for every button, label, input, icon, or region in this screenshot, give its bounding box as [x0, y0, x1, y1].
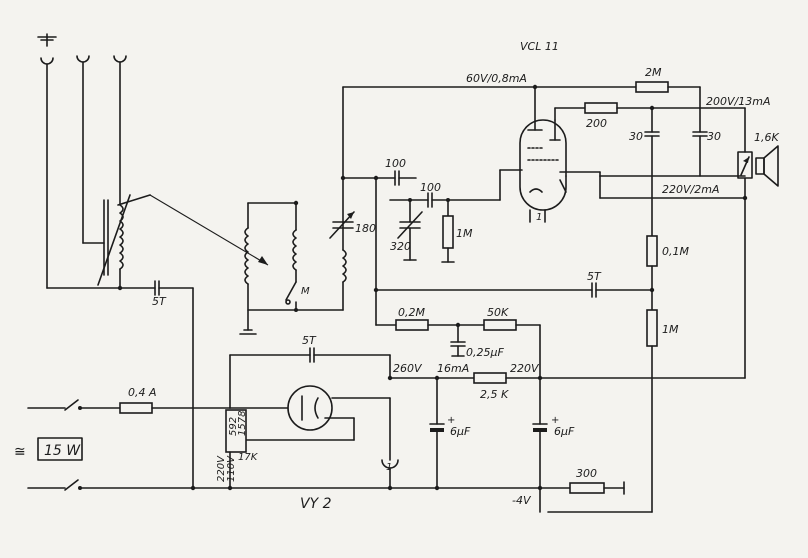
- plus-sign-a: +: [447, 415, 455, 426]
- resistor-200: [584, 102, 618, 114]
- label-100-b: 100: [420, 181, 441, 194]
- label-1578: 1578: [237, 411, 248, 436]
- antenna-coil: [82, 194, 151, 289]
- tube-vy2: [229, 385, 399, 489]
- label-220v: 220V: [510, 362, 540, 375]
- label-200: 200: [586, 117, 607, 130]
- label-0-2m: 0,2M: [398, 306, 425, 319]
- earth-terminal: [37, 33, 57, 289]
- arrow-icon: [258, 256, 268, 265]
- fuse-icon: [119, 402, 153, 414]
- tube-vcl11: [519, 86, 601, 223]
- variable-capacitor-320: [397, 199, 423, 261]
- label-320: 320: [390, 240, 411, 253]
- label-16ma: 16mA: [437, 362, 469, 375]
- label-30-a: 30: [629, 130, 643, 143]
- label-coil-m: M: [301, 286, 310, 297]
- resistor-2m: [635, 81, 669, 93]
- label-1m-right: 1M: [662, 323, 679, 336]
- label-2-5k: 2,5 K: [480, 388, 509, 401]
- label-17k: 17K: [238, 452, 259, 463]
- resistor-300: [569, 482, 605, 494]
- coupling-coil: [295, 177, 347, 311]
- plus-sign-b: +: [551, 415, 559, 426]
- label-6uf-b: 6µF: [554, 425, 575, 438]
- label-592: 592: [228, 417, 239, 436]
- resistor-1m-grid: [441, 199, 455, 263]
- label-0-1m: 0,1M: [662, 245, 689, 258]
- tube-pin-1: 1: [536, 212, 542, 223]
- power-rating: 15 W: [44, 443, 81, 459]
- tube-vy2-pin: 1: [386, 462, 392, 473]
- tube-label-vcl11: VCL 11: [520, 40, 559, 53]
- resistor-1m-right: [646, 309, 658, 347]
- switch-top-icon: [64, 399, 79, 411]
- label-1m-grid: 1M: [456, 227, 473, 240]
- tuning-coil-group: [239, 200, 299, 335]
- ac-symbol-icon: ≅: [14, 444, 26, 460]
- electrolytic-6uf-b: [532, 377, 548, 513]
- label-neg-4v: -4V: [512, 494, 532, 507]
- antenna-terminal-1: [76, 55, 90, 244]
- variable-capacitor-180: [329, 211, 355, 239]
- dropper-resistor: [225, 409, 247, 489]
- antenna-terminal-2: [113, 55, 127, 206]
- resistor-50k: [483, 319, 517, 331]
- tube-label-vy2: VY 2: [300, 496, 332, 512]
- switch-bottom-icon: [64, 479, 79, 491]
- capacitor-30-a: [644, 107, 660, 237]
- label-50k: 50K: [487, 306, 509, 319]
- label-300: 300: [576, 467, 597, 480]
- label-5t-antenna: 5T: [152, 295, 167, 308]
- label-5t-mid: 5T: [587, 270, 602, 283]
- gang-tuning-link: [149, 194, 269, 266]
- label-1-6k: 1,6K: [754, 131, 779, 144]
- label-220v-2ma: 220V/2mA: [662, 183, 719, 196]
- power-rating-box: [37, 437, 83, 461]
- speaker-icon: [737, 145, 779, 187]
- label-180: 180: [355, 222, 376, 235]
- label-6uf-a: 6µF: [450, 425, 471, 438]
- label-100-a: 100: [385, 157, 406, 170]
- resistor-2-5k: [473, 372, 507, 384]
- resistor-0-2m: [395, 319, 429, 331]
- electrolytic-6uf-a: [429, 377, 445, 489]
- capacitor-30-b: [692, 107, 708, 177]
- label-5t-low: 5T: [302, 334, 317, 347]
- label-30-b: 30: [707, 130, 721, 143]
- label-200v: 200V/13mA: [706, 95, 770, 108]
- label-60v: 60V/0,8mA: [466, 72, 527, 85]
- resistor-0-1m: [646, 235, 658, 267]
- label-fuse: 0,4 A: [128, 386, 157, 399]
- label-0-25uf: 0,25µF: [466, 346, 504, 359]
- label-mains-110v: 110V: [226, 455, 237, 482]
- capacitor-0-25uf: [450, 324, 466, 357]
- label-2m: 2M: [645, 66, 662, 79]
- label-260v: 260V: [393, 362, 423, 375]
- label-mains-220v: 220V: [216, 455, 227, 482]
